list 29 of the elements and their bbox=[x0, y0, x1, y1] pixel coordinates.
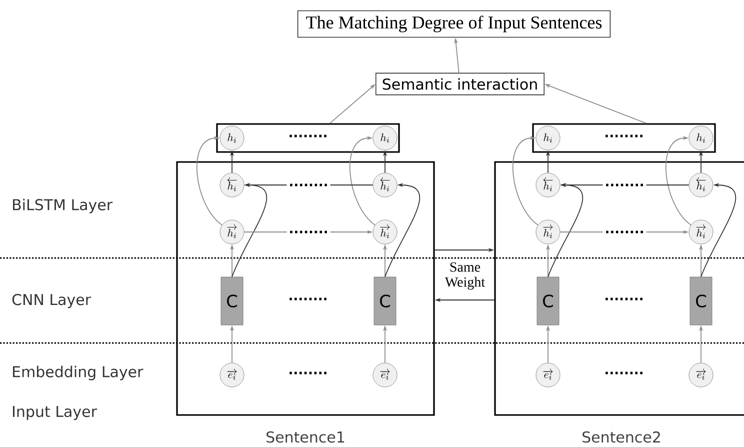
conv-box: C bbox=[374, 276, 396, 326]
ellipsis-dots: ........ bbox=[606, 134, 642, 138]
sentence-label: Sentence1 bbox=[266, 431, 344, 443]
arrow bbox=[196, 136, 222, 226]
layer-label: Embedding Layer bbox=[13, 366, 144, 380]
edge-label: ........ bbox=[602, 182, 646, 188]
ellipsis-dots: ........ bbox=[290, 298, 326, 300]
layer-label: CNN Layer bbox=[12, 294, 92, 308]
ellipsis-dots: ........ bbox=[606, 372, 642, 374]
edge-label: ........ bbox=[286, 182, 330, 188]
conv-box: C bbox=[690, 276, 712, 326]
output-box bbox=[216, 123, 400, 153]
process-box: Semantic interaction bbox=[375, 72, 545, 96]
sentence-label: Sentence2 bbox=[582, 431, 660, 443]
title-box: The Matching Degree of Input Sentences bbox=[297, 10, 611, 38]
ellipsis-dots: ........ bbox=[606, 298, 642, 300]
arrow bbox=[350, 136, 376, 226]
conv-box: C bbox=[220, 276, 244, 326]
edge-label: ........ bbox=[602, 230, 646, 234]
conv-box: C bbox=[536, 276, 560, 326]
output-box bbox=[532, 123, 716, 153]
arrow bbox=[512, 136, 538, 226]
arrow bbox=[666, 136, 692, 226]
layer-label: BiLSTM Layer bbox=[13, 198, 113, 214]
ellipsis-dots: ........ bbox=[290, 134, 326, 138]
weight-note: Same Weight bbox=[444, 262, 485, 290]
layer-label: Input Layer bbox=[13, 406, 97, 420]
ellipsis-dots: ........ bbox=[290, 372, 326, 374]
edge-label: ........ bbox=[286, 230, 330, 234]
